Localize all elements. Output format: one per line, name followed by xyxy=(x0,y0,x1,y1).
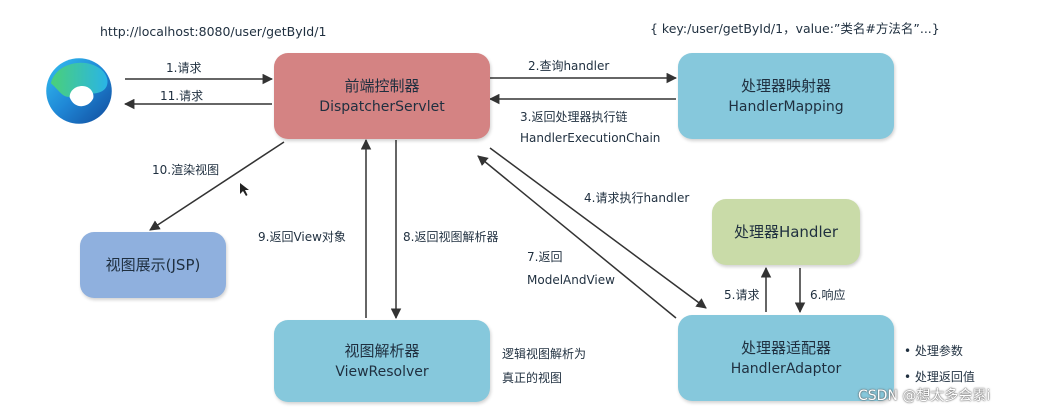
label-5-request: 5.请求 xyxy=(724,288,760,302)
adaptor-title: 处理器适配器 xyxy=(740,339,831,357)
handler-mapping-box: 处理器映射器 HandlerMapping xyxy=(678,53,894,139)
mapping-title: 处理器映射器 xyxy=(740,77,831,95)
label-7-modelandview: ModelAndView xyxy=(527,273,615,287)
resolver-title: 视图解析器 xyxy=(344,342,420,360)
resolver-note: 逻辑视图解析为 真正的视图 xyxy=(502,342,586,390)
edge-browser-icon xyxy=(46,58,112,124)
resolver-subtitle: ViewResolver xyxy=(335,364,429,380)
view-resolver-box: 视图解析器 ViewResolver xyxy=(274,320,490,402)
view-jsp-box: 视图展示(JSP) xyxy=(80,232,226,298)
resolver-note-line-1: 逻辑视图解析为 xyxy=(502,347,587,361)
arrow-7-return-modelandview xyxy=(477,155,677,319)
adaptor-subtitle: HandlerAdaptor xyxy=(730,361,842,377)
arrow-4-execute-handler xyxy=(489,147,707,309)
label-8-return-resolver: 8.返回视图解析器 xyxy=(403,230,499,244)
request-url: http://localhost:8080/user/getById/1 xyxy=(100,24,327,39)
label-6-response: 6.响应 xyxy=(810,288,846,302)
view-title: 视图展示(JSP) xyxy=(105,256,201,274)
adaptor-bullet-params: • 处理参数 xyxy=(904,344,963,358)
label-1-request: 1.请求 xyxy=(166,61,202,75)
mapping-subtitle: HandlerMapping xyxy=(728,99,844,115)
dispatcher-subtitle: DispatcherServlet xyxy=(319,99,445,115)
arrow-10-render-view xyxy=(149,141,285,231)
mouse-cursor-icon xyxy=(240,183,249,196)
label-4-execute-handler: 4.请求执行handler xyxy=(584,191,690,205)
label-2-query-handler: 2.查询handler xyxy=(528,59,610,73)
label-3-return-chain: 3.返回处理器执行链 xyxy=(520,110,628,124)
handler-adaptor-box: 处理器适配器 HandlerAdaptor xyxy=(678,315,894,401)
resolver-note-line-2: 真正的视图 xyxy=(502,371,563,385)
dispatcher-servlet-box: 前端控制器 DispatcherServlet xyxy=(274,53,490,139)
label-11-request: 11.请求 xyxy=(160,89,204,103)
adaptor-bullet-return: • 处理返回值 xyxy=(904,370,975,384)
handler-box: 处理器Handler xyxy=(712,199,860,265)
label-7-return: 7.返回 xyxy=(527,250,563,264)
label-10-render-view: 10.渲染视图 xyxy=(152,163,220,177)
handler-title: 处理器Handler xyxy=(733,223,839,241)
handler-mapping-note: { key:/user/getById/1，value:”类名#方法名”...} xyxy=(650,21,940,36)
dispatcher-title: 前端控制器 xyxy=(344,77,420,95)
csdn-watermark: CSDN @想太多会累i xyxy=(858,388,991,404)
label-3-chain-name: HandlerExecutionChain xyxy=(520,131,661,145)
label-9-return-view: 9.返回View对象 xyxy=(258,230,346,244)
